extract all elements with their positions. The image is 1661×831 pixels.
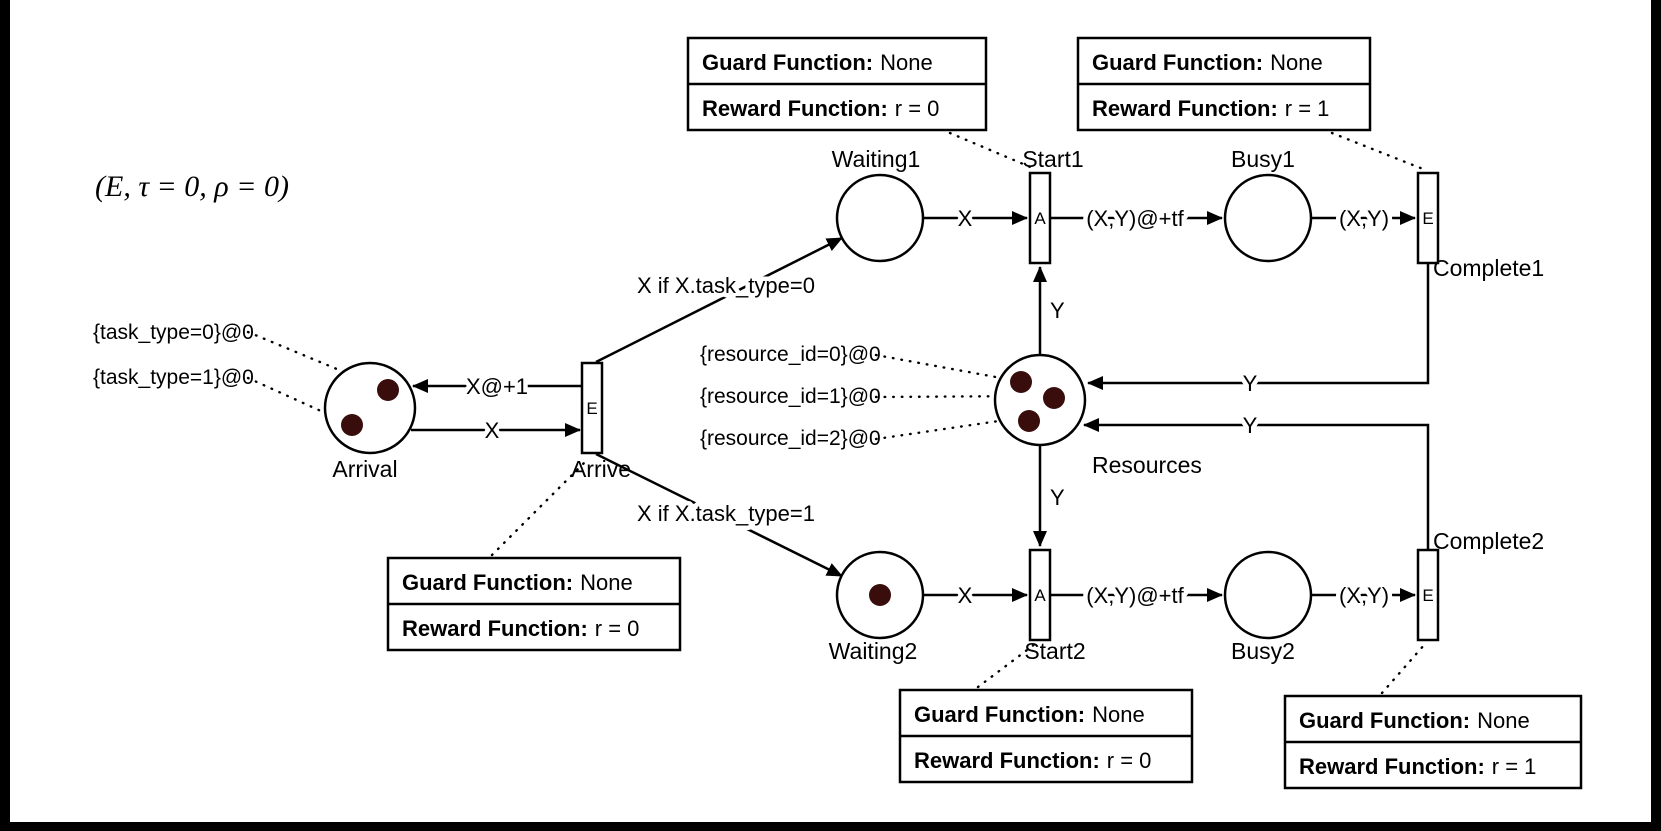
- transition-rect-start2: [1028, 548, 1052, 642]
- arc-arrive-to-waiting1: [595, 236, 843, 364]
- arc-complete2-to-resources: [1083, 418, 1430, 550]
- arc-label-arrival-to-arrive: X: [485, 418, 500, 443]
- place-waiting2: Waiting2: [829, 550, 925, 664]
- arc-label-start2-to-busy2: (X,Y)@+tf: [1086, 583, 1184, 608]
- transition-label-start2: Start2: [1024, 638, 1085, 664]
- arc-label-busy2-to-complete2: (X,Y): [1339, 583, 1389, 608]
- place-waiting1: Waiting1: [832, 146, 925, 263]
- transition-type-letter-start2: A: [1034, 586, 1046, 605]
- token-resource-id-2: [1018, 410, 1040, 432]
- arcs: [411, 211, 1430, 602]
- guard-function-row: Guard Function:None: [914, 702, 1145, 727]
- info-box-start2: Guard Function:None Reward Function:r = …: [898, 688, 1194, 784]
- place-circle-waiting1: [835, 173, 925, 263]
- annotation-line-resource-id-2: [874, 416, 1021, 441]
- place-label-busy1: Busy1: [1231, 146, 1295, 172]
- arc-label-complete2-to-resources: Y: [1243, 413, 1258, 438]
- token-annotation-task-type-1: {task_type=1}@0: [93, 366, 254, 389]
- token-resource-id-0: [1010, 371, 1032, 393]
- info-box-complete2: Guard Function:None Reward Function:r = …: [1283, 694, 1583, 790]
- transition-complete1: E Complete1: [1416, 171, 1544, 281]
- place-circle-busy1: [1223, 173, 1313, 263]
- token-annotations: {task_type=0}@0 {task_type=1}@0 {resourc…: [93, 321, 881, 450]
- place-label-busy2: Busy2: [1231, 638, 1295, 664]
- reward-function-row: Reward Function:r = 1: [1092, 96, 1329, 121]
- token-task-type-0: [377, 379, 399, 401]
- place-circle-resources: [993, 353, 1087, 447]
- token-annotation-resource-id-2: {resource_id=2}@0: [700, 427, 881, 450]
- connector-infobox-arrive: [490, 456, 591, 557]
- place-circle-arrival: [323, 361, 417, 455]
- reward-function-row: Reward Function:r = 0: [402, 616, 639, 641]
- info-box-start1: Guard Function:None Reward Function:r = …: [686, 36, 988, 132]
- reward-function-row: Reward Function:r = 1: [1299, 754, 1536, 779]
- arc-label-start1-to-busy1: (X,Y)@+tf: [1086, 206, 1184, 231]
- transition-rect-start1: [1028, 171, 1052, 265]
- token-annotation-resource-id-0: {resource_id=0}@0: [700, 343, 881, 366]
- token-annotation-resource-id-1: {resource_id=1}@0: [700, 385, 881, 408]
- letterbox-right: [1651, 0, 1661, 831]
- arc-label-waiting1-to-start1: X: [958, 206, 973, 231]
- guard-function-row: Guard Function:None: [1092, 50, 1323, 75]
- math-annotation: (E, τ = 0, ρ = 0): [95, 170, 289, 203]
- token-annotation-task-type-0: {task_type=0}@0: [93, 321, 254, 344]
- token-resource-id-1: [1043, 387, 1065, 409]
- guard-function-row: Guard Function:None: [402, 570, 633, 595]
- connector-infobox-start2: [976, 642, 1037, 689]
- arc-labels: X@+1 X X if X.task_type=0 X if X.task_ty…: [461, 202, 1393, 613]
- transition-type-letter-complete2: E: [1422, 586, 1433, 605]
- place-busy2: Busy2: [1223, 550, 1313, 664]
- place-busy1: Busy1: [1223, 146, 1313, 263]
- transition-type-letter-start1: A: [1034, 209, 1046, 228]
- letterbox-bottom: [0, 822, 1661, 831]
- place-arrival: Arrival: [323, 361, 417, 482]
- transition-label-start1: Start1: [1022, 146, 1083, 172]
- transition-rect-complete1: [1416, 171, 1440, 265]
- transition-type-letter-complete1: E: [1422, 209, 1433, 228]
- place-label-waiting2: Waiting2: [829, 638, 918, 664]
- place-label-arrival: Arrival: [332, 456, 397, 482]
- arc-label-waiting2-to-start2: X: [958, 583, 973, 608]
- transition-label-arrive: Arrive: [571, 456, 631, 482]
- transition-complete2: E Complete2: [1416, 528, 1544, 642]
- reward-function-row: Reward Function:r = 0: [914, 748, 1151, 773]
- transition-arrive: E Arrive: [571, 361, 631, 482]
- letterbox-left: [0, 0, 10, 831]
- arc-arrive-to-waiting2: [595, 452, 843, 578]
- arc-label-resources-to-start1: Y: [1050, 298, 1065, 323]
- place-resources: Resources: [993, 353, 1202, 478]
- guard-function-row: Guard Function:None: [702, 50, 933, 75]
- token-waiting2: [869, 584, 891, 606]
- connector-infobox-complete1: [1330, 131, 1425, 171]
- place-label-waiting1: Waiting1: [832, 146, 921, 172]
- annotation-line-resource-id-0: [874, 353, 1014, 382]
- place-label-resources: Resources: [1092, 452, 1202, 478]
- transition-label-complete1: Complete1: [1433, 255, 1544, 281]
- arc-label-arrive-to-waiting1: X if X.task_type=0: [637, 273, 815, 298]
- token-task-type-1: [341, 414, 363, 436]
- transition-label-complete2: Complete2: [1433, 528, 1544, 554]
- info-box-arrive: Guard Function:None Reward Function:r = …: [386, 556, 682, 652]
- arc-label-busy1-to-complete1: (X,Y): [1339, 206, 1389, 231]
- guard-function-row: Guard Function:None: [1299, 708, 1530, 733]
- arc-label-resources-to-start2: Y: [1050, 485, 1065, 510]
- arc-label-complete1-to-resources: Y: [1243, 371, 1258, 396]
- connector-infobox-complete2: [1380, 642, 1427, 695]
- transition-type-letter-arrive: E: [586, 399, 597, 418]
- transition-start1: A Start1: [1022, 146, 1084, 265]
- info-box-complete1: Guard Function:None Reward Function:r = …: [1076, 36, 1372, 132]
- arc-label-arrive-to-arrival: X@+1: [466, 374, 528, 399]
- arc-label-arrive-to-waiting2: X if X.task_type=1: [637, 501, 815, 526]
- transition-rect-arrive: [580, 361, 604, 455]
- transition-start2: A Start2: [1024, 548, 1086, 664]
- transition-rect-complete2: [1416, 548, 1440, 642]
- place-circle-busy2: [1223, 550, 1313, 640]
- arc-complete1-to-resources: [1087, 263, 1430, 390]
- reward-function-row: Reward Function:r = 0: [702, 96, 939, 121]
- connector-infobox-start1: [948, 131, 1037, 171]
